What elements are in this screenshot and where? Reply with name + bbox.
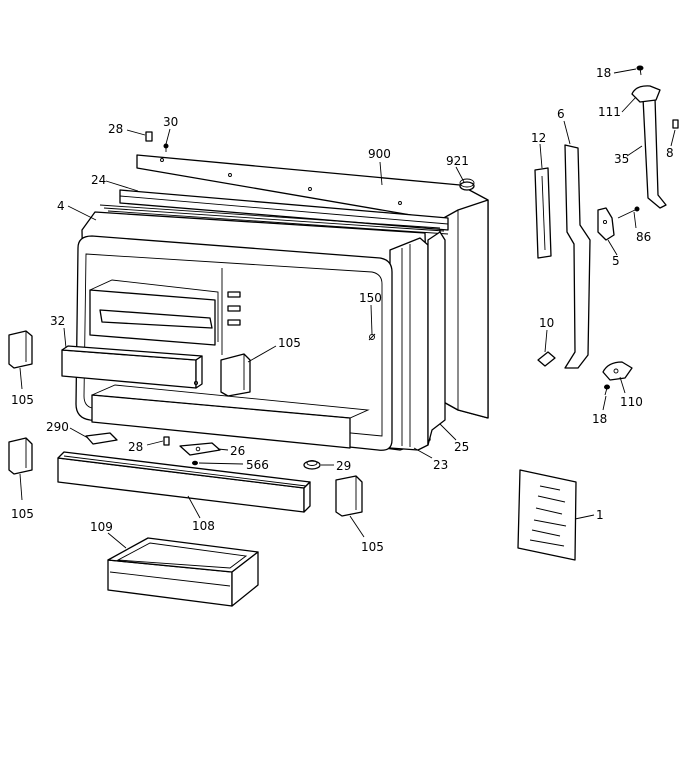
callout-111: 111 — [598, 105, 621, 119]
callout-5: 5 — [612, 254, 620, 268]
callout-566: 566 — [246, 458, 269, 472]
hinge-bracket-5 — [597, 207, 615, 241]
callout-105-lower-left: 105 — [11, 507, 34, 521]
callout-18-top: 18 — [596, 66, 611, 80]
callout-150: 150 — [359, 291, 382, 305]
breaker-strip-24 — [119, 189, 449, 231]
shelf-bar-32 — [61, 345, 203, 389]
screw-86 — [617, 206, 640, 219]
hinge-bracket-35 — [631, 85, 667, 209]
callout-109: 109 — [90, 520, 113, 534]
callout-35: 35 — [614, 152, 629, 166]
callout-108: 108 — [192, 519, 215, 533]
callout-921: 921 — [446, 154, 469, 168]
leader-lines — [19, 68, 676, 549]
callout-6: 6 — [557, 107, 565, 121]
callout-18-bottom: 18 — [592, 412, 607, 426]
shelf-bar-108 — [57, 451, 311, 513]
hinge-plate-110 — [602, 361, 633, 381]
callout-12: 12 — [531, 131, 546, 145]
pin-8 — [672, 119, 679, 129]
bracket-26 — [179, 442, 221, 456]
callout-105-right: 105 — [361, 540, 384, 554]
plug-28-bottom — [163, 436, 170, 446]
plug-29 — [303, 460, 321, 470]
shelf-end-cap-105-d — [335, 475, 363, 517]
owners-manual-1 — [517, 469, 577, 561]
plug-28-top — [145, 131, 153, 142]
callout-10: 10 — [539, 316, 554, 330]
callout-86: 86 — [636, 230, 651, 244]
door-bin-109 — [107, 537, 259, 607]
callout-105-middle: 105 — [278, 336, 301, 350]
callout-labels: 18 111 8 35 6 12 86 5 10 110 18 28 30 90… — [11, 66, 674, 554]
hinge-cover-12 — [534, 167, 552, 259]
callout-28-bottom: 28 — [128, 440, 143, 454]
callout-32: 32 — [50, 314, 65, 328]
plug-button-921 — [459, 178, 475, 191]
callout-110: 110 — [620, 395, 643, 409]
callout-25: 25 — [454, 440, 469, 454]
callout-28-top: 28 — [108, 122, 123, 136]
hinge-arm-6 — [564, 144, 591, 369]
screw-18-bottom — [604, 384, 610, 396]
shelf-end-cap-105-b — [220, 353, 251, 397]
screw-18-top — [636, 65, 644, 76]
pad-290 — [85, 432, 118, 445]
shelf-end-cap-105-c — [8, 437, 33, 475]
callout-105-upper-left: 105 — [11, 393, 34, 407]
callout-26: 26 — [230, 444, 245, 458]
door-liner — [75, 235, 393, 451]
door-outer-panel — [136, 154, 489, 419]
screw-566 — [192, 460, 198, 466]
callout-24: 24 — [91, 173, 106, 187]
callout-29: 29 — [336, 459, 351, 473]
clip-10 — [537, 351, 556, 367]
callout-900: 900 — [368, 147, 391, 161]
callout-30: 30 — [163, 115, 178, 129]
callout-290: 290 — [46, 420, 69, 434]
screw-30 — [163, 143, 169, 152]
door-seal-layers — [389, 231, 446, 451]
callout-23: 23 — [433, 458, 448, 472]
callout-1: 1 — [596, 508, 604, 522]
shelf-end-cap-105-a — [8, 330, 33, 369]
callout-8: 8 — [666, 146, 674, 160]
callout-4: 4 — [57, 199, 65, 213]
screw-150 — [368, 333, 376, 341]
